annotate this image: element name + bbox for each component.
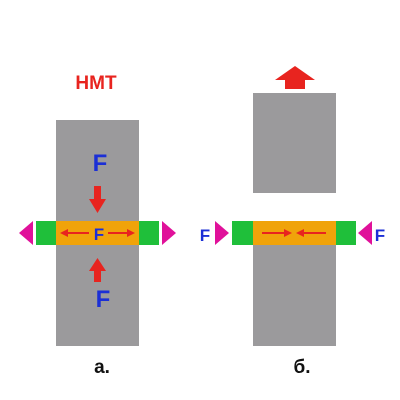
left-arrow-icon [296, 229, 326, 237]
panel-b-caption: б. [293, 357, 310, 378]
force-label-center: F [94, 225, 104, 244]
panel-a-caption: а. [94, 357, 110, 378]
green-clamp-right [139, 221, 159, 245]
force-label-bottom: F [96, 286, 111, 313]
green-clamp-left [232, 221, 253, 245]
up-arrow-icon [275, 66, 315, 89]
green-clamp-right [336, 221, 356, 245]
right-arrow-icon [262, 229, 292, 237]
force-label-left: F [200, 226, 210, 245]
panel-a: НМТ F F F а. [19, 73, 176, 378]
left-arrow-icon [60, 229, 89, 237]
force-label-right: F [375, 226, 385, 245]
magenta-arrow-icon [358, 221, 372, 245]
panel-b: F F б. [200, 66, 385, 378]
gray-block-lower [253, 245, 336, 346]
magenta-arrow-icon [215, 221, 229, 245]
right-arrow-icon [108, 229, 135, 237]
force-label-top: F [93, 150, 108, 177]
green-clamp-left [36, 221, 56, 245]
magenta-arrow-icon [19, 221, 33, 245]
gray-block-upper [253, 93, 336, 193]
panel-a-title: НМТ [75, 73, 117, 94]
magenta-arrow-icon [162, 221, 176, 245]
up-arrow-icon [89, 258, 106, 282]
down-arrow-icon [89, 186, 106, 213]
